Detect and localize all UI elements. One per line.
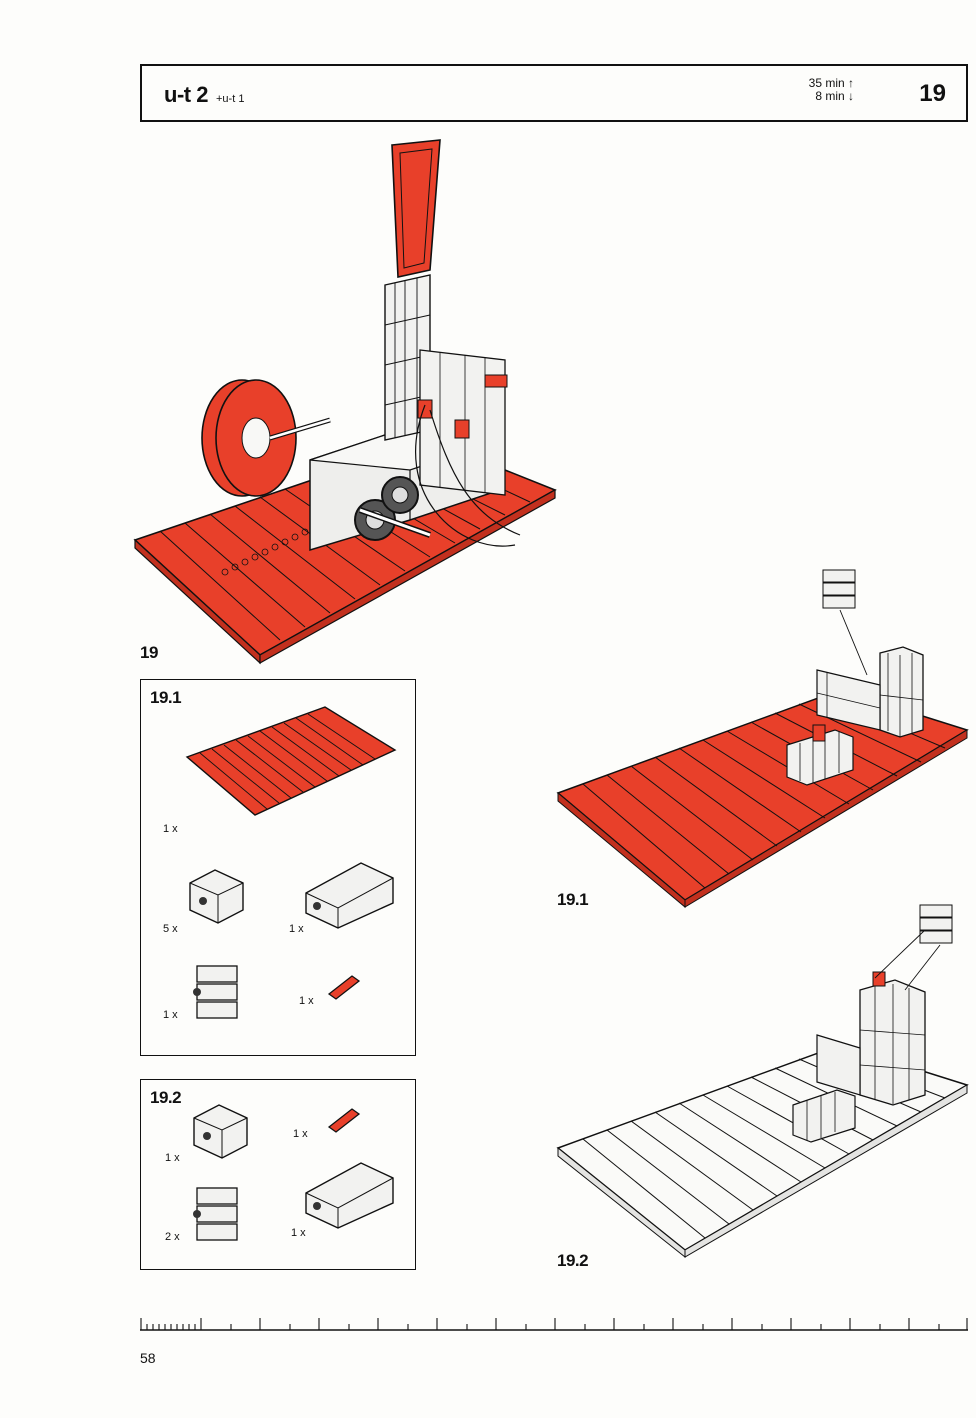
red-connector-icon: [327, 1108, 361, 1133]
qty-19-1-1: 5 x: [163, 923, 178, 935]
model-suffix: +u-t 1: [216, 93, 245, 105]
build-time: 35 min ↑ 8 min ↓: [809, 77, 854, 103]
building-block-long-icon: [305, 862, 394, 929]
qty-19-1-2: 1 x: [289, 923, 304, 935]
build-time-up: 35 min ↑: [808, 76, 854, 90]
parts-box-19-1: 19.1 1 x 5 x 1 x: [140, 679, 416, 1056]
step-header: u-t 2 +u-t 1 35 min ↑ 8 min ↓ 19: [140, 64, 968, 122]
building-block-small-icon: [189, 869, 244, 924]
parts-box-19-2-label: 19.2: [150, 1088, 182, 1107]
qty-19-2-3: 1 x: [291, 1227, 306, 1239]
building-block-stack-icon: [193, 1187, 238, 1241]
parts-box-19-1-label: 19.1: [150, 688, 182, 707]
assembly-19-1-illustration: [556, 569, 969, 909]
step-number: 19: [919, 80, 946, 107]
assembly-19-2-illustration: [556, 904, 969, 1259]
red-connector-icon: [327, 975, 361, 1000]
page-number: 58: [140, 1350, 156, 1366]
qty-19-1-4: 1 x: [299, 995, 314, 1007]
building-block-stack-icon: [193, 965, 238, 1019]
build-time-down: 8 min ↓: [815, 89, 854, 103]
red-base-plate-icon: [185, 706, 397, 816]
qty-19-1-0: 1 x: [163, 823, 178, 835]
step-19-label: 19: [140, 643, 158, 662]
assembly-19-1-label: 19.1: [557, 890, 589, 909]
ruler: [140, 1318, 968, 1331]
building-block-long-icon: [305, 1162, 394, 1229]
assembly-19-2-label: 19.2: [557, 1251, 589, 1270]
main-model-illustration: [133, 139, 557, 665]
parts-box-19-2: 19.2 1 x 1 x 2 x 1 x: [140, 1079, 416, 1270]
qty-19-1-3: 1 x: [163, 1009, 178, 1021]
qty-19-2-0: 1 x: [165, 1152, 180, 1164]
qty-19-2-2: 2 x: [165, 1231, 180, 1243]
building-block-small-icon: [193, 1104, 248, 1159]
model-name: u-t 2: [164, 82, 208, 107]
qty-19-2-1: 1 x: [293, 1128, 308, 1140]
